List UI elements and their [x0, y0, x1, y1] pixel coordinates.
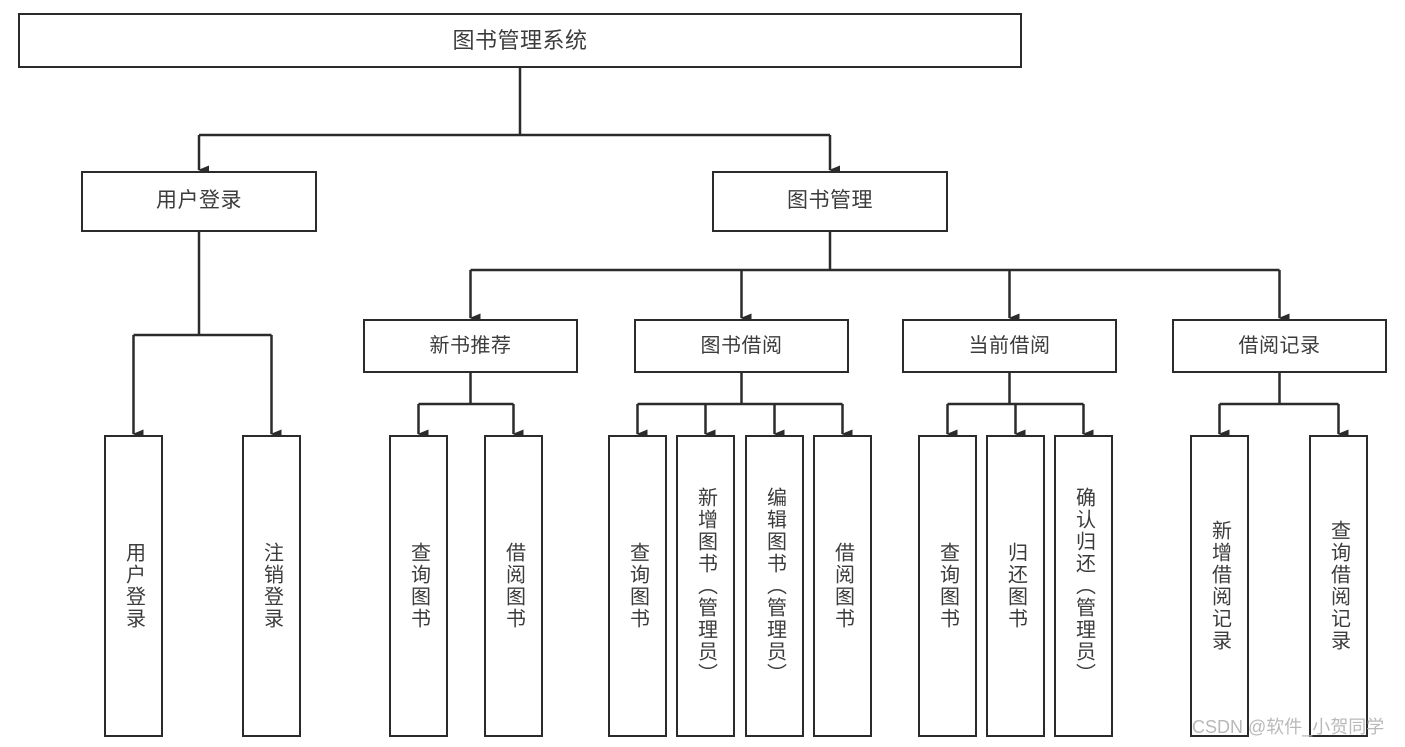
node-book-borrow[interactable]: 图书借阅	[634, 319, 849, 373]
node-leaf-rec-borrow[interactable]: 借阅图书	[484, 435, 543, 737]
node-label: 图书管理系统	[452, 27, 588, 53]
node-label: 用户登录	[122, 542, 145, 630]
node-label: 借阅记录	[1238, 334, 1321, 357]
node-leaf-book-add[interactable]: 新增图书（管理员）	[676, 435, 735, 737]
node-root[interactable]: 图书管理系统	[18, 13, 1022, 68]
node-book-manage[interactable]: 图书管理	[712, 171, 948, 232]
node-leaf-rec-query-log[interactable]: 查询借阅记录	[1309, 435, 1368, 737]
node-label: 借阅图书	[831, 542, 854, 630]
node-label: 借阅图书	[502, 542, 525, 630]
node-leaf-user-logout[interactable]: 注销登录	[242, 435, 301, 737]
node-label: 图书借阅	[700, 334, 783, 357]
node-label: 注销登录	[260, 542, 283, 630]
node-label: 用户登录	[156, 189, 242, 213]
node-label: 图书管理	[787, 189, 873, 213]
node-leaf-user-login[interactable]: 用户登录	[104, 435, 163, 737]
node-leaf-borrow-query[interactable]: 查询图书	[608, 435, 667, 737]
node-label: 归还图书	[1004, 542, 1027, 630]
node-label: 新增图书（管理员）	[694, 487, 717, 685]
node-label: 编辑图书（管理员）	[763, 487, 786, 685]
node-label: 查询借阅记录	[1327, 520, 1350, 652]
node-label: 查询图书	[626, 542, 649, 630]
node-label: 查询图书	[407, 542, 430, 630]
node-current-borrow[interactable]: 当前借阅	[902, 319, 1117, 373]
node-label: 确认归还（管理员）	[1072, 487, 1095, 685]
node-leaf-book-edit[interactable]: 编辑图书（管理员）	[745, 435, 804, 737]
node-leaf-cur-confirm[interactable]: 确认归还（管理员）	[1054, 435, 1113, 737]
node-leaf-rec-query[interactable]: 查询图书	[389, 435, 448, 737]
node-leaf-cur-query[interactable]: 查询图书	[918, 435, 977, 737]
csdn-watermark: CSDN @软件_小贺同学	[1192, 717, 1385, 737]
node-leaf-book-borrow[interactable]: 借阅图书	[813, 435, 872, 737]
node-label: 查询图书	[936, 542, 959, 630]
node-leaf-rec-add[interactable]: 新增借阅记录	[1190, 435, 1249, 737]
node-new-book-rec[interactable]: 新书推荐	[363, 319, 578, 373]
node-user-login[interactable]: 用户登录	[81, 171, 317, 232]
node-label: 新书推荐	[429, 334, 512, 357]
node-label: 当前借阅	[968, 334, 1051, 357]
node-borrow-record[interactable]: 借阅记录	[1172, 319, 1387, 373]
node-leaf-cur-return[interactable]: 归还图书	[986, 435, 1045, 737]
node-label: 新增借阅记录	[1208, 520, 1231, 652]
